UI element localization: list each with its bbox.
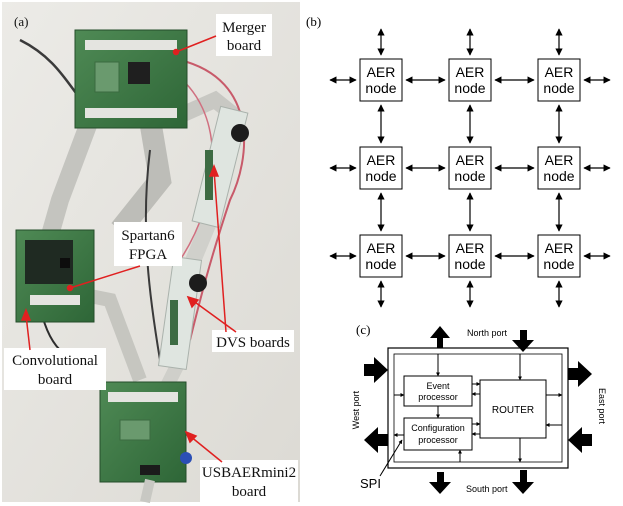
callout-conv-line1: Convolutional: [12, 353, 98, 369]
label-box: [114, 222, 182, 266]
aer-node-label-line2: node: [454, 80, 485, 96]
label-box: [212, 330, 294, 352]
ribbon-cable: [41, 116, 99, 238]
router-outer-frame: [387, 347, 569, 469]
label-box: [4, 348, 106, 390]
aer-node-box: [448, 146, 492, 190]
aer-node-label-line1: AER: [456, 64, 485, 80]
dvs-board-photo: [157, 256, 207, 370]
east-out-arrow: [568, 361, 592, 387]
west-in-arrow: [364, 357, 388, 383]
aer-node-box: [537, 234, 581, 278]
aer-node-label-line2: node: [365, 168, 396, 184]
aer-node-box: [448, 234, 492, 278]
aer-node-box: [359, 234, 403, 278]
aer-node-label-line2: node: [365, 256, 396, 272]
aer-node-grid: AERnodeAERnodeAERnodeAERnodeAERnodeAERno…: [329, 28, 611, 308]
dvs-board-photo: [191, 105, 249, 229]
configuration-processor-box: [403, 417, 473, 451]
south-out-arrow: [512, 470, 534, 494]
callout-usb-line2: board: [232, 484, 267, 500]
event-processor-line2: processor: [418, 392, 458, 402]
aer-node-label-line1: AER: [367, 152, 396, 168]
aer-node-label-line1: AER: [456, 240, 485, 256]
aer-node-label-line2: node: [454, 256, 485, 272]
south-port-label: South port: [466, 484, 508, 494]
callout-fpga-line1: Spartan6: [121, 228, 175, 244]
spi-pointer-arrow: [379, 439, 403, 477]
label-box: [200, 460, 298, 502]
panel-label-c: (c): [356, 322, 370, 337]
aer-node-box: [537, 146, 581, 190]
south-in-arrow: [429, 472, 451, 494]
callout-lines: [20, 35, 237, 463]
aer-node-box: [359, 146, 403, 190]
aer-node-label-line2: node: [543, 256, 574, 272]
aer-node-label-line1: AER: [367, 240, 396, 256]
aer-node-box: [537, 58, 581, 102]
aer-node-label-line2: node: [543, 80, 574, 96]
aer-node-label-line1: AER: [545, 64, 574, 80]
east-port-label: East port: [597, 388, 607, 425]
panel-label-a: (a): [14, 14, 28, 29]
north-in-arrow: [512, 330, 534, 352]
aer-node-label-line2: node: [543, 168, 574, 184]
aer-node-label-line1: AER: [545, 152, 574, 168]
event-processor-box: [403, 375, 473, 407]
usbaermini2-board-photo: [99, 381, 192, 483]
convolutional-board-photo: [15, 229, 95, 323]
spi-label: SPI: [360, 476, 381, 491]
aer-node-label-line2: node: [365, 80, 396, 96]
configuration-processor-line2: processor: [418, 435, 458, 445]
aer-node-box: [448, 58, 492, 102]
panel-label-b: (b): [306, 14, 321, 29]
aer-node-label-line1: AER: [456, 152, 485, 168]
red-wire: [179, 59, 246, 341]
router-diagram: North port South port West port East por…: [351, 326, 607, 494]
configuration-processor-line1: Configuration: [411, 423, 465, 433]
router-inner-frame: [393, 353, 563, 463]
router-label: ROUTER: [492, 405, 534, 416]
event-processor-line1: Event: [426, 381, 450, 391]
north-out-arrow: [430, 326, 450, 348]
callout-conv-line2: board: [38, 372, 73, 388]
label-box: [216, 14, 272, 56]
callout-dvs: DVS boards: [216, 335, 290, 351]
west-port-label: West port: [351, 390, 361, 429]
west-out-arrow: [364, 427, 388, 453]
east-in-arrow: [568, 427, 592, 453]
callout-fpga-line2: FPGA: [129, 247, 168, 263]
north-port-label: North port: [467, 328, 508, 338]
callout-merger-line1: Merger: [222, 20, 266, 36]
aer-node-label-line1: AER: [545, 240, 574, 256]
port-arrows: [364, 326, 592, 494]
router-box: [479, 379, 547, 439]
callout-merger-line2: board: [227, 38, 262, 54]
aer-node-label-line1: AER: [367, 64, 396, 80]
aer-node-box: [359, 58, 403, 102]
callout-usb-line1: USBAERmini2: [202, 465, 296, 481]
aer-node-label-line2: node: [454, 168, 485, 184]
merger-board-photo: [74, 29, 188, 129]
